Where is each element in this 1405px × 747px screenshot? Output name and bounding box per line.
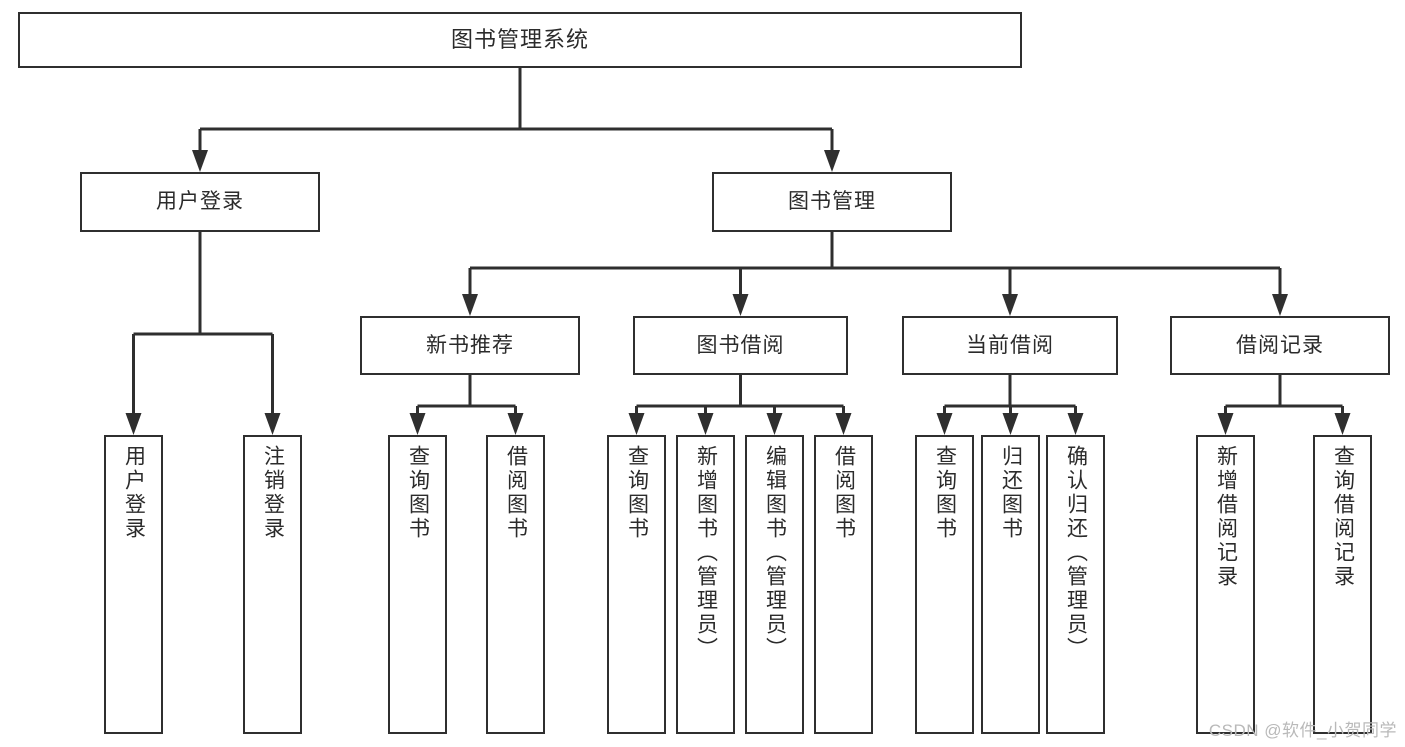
node-newbook[interactable]: 新书推荐	[360, 316, 580, 375]
arrowhead-icon	[1002, 413, 1019, 435]
arrowhead-icon	[766, 413, 783, 435]
node-label: 归还图书	[999, 445, 1023, 541]
node-leaf-13[interactable]: 查询借阅记录	[1313, 435, 1372, 734]
node-label: 图书管理	[788, 190, 876, 213]
arrowhead-icon	[1272, 294, 1288, 316]
node-bookmgmt[interactable]: 图书管理	[712, 172, 952, 232]
arrowhead-icon	[824, 150, 840, 172]
node-label: 确认归还（管理员）	[1064, 445, 1088, 661]
node-login[interactable]: 用户登录	[80, 172, 320, 232]
node-label: 借阅记录	[1236, 333, 1324, 357]
node-label: 查询借阅记录	[1331, 445, 1355, 589]
node-leaf-2[interactable]: 注销登录	[243, 435, 302, 734]
arrowhead-icon	[835, 413, 852, 435]
node-label: 用户登录	[122, 445, 146, 541]
arrowhead-icon	[1217, 413, 1234, 435]
node-label: 新书推荐	[426, 333, 514, 357]
node-leaf-10[interactable]: 归还图书	[981, 435, 1040, 734]
watermark: CSDN @软件_小贺同学	[1208, 721, 1397, 740]
node-leaf-9[interactable]: 查询图书	[915, 435, 974, 734]
node-label: 查询图书	[933, 445, 957, 541]
node-label: 借阅图书	[832, 445, 856, 541]
node-label: 图书借阅	[696, 333, 785, 357]
node-leaf-4[interactable]: 借阅图书	[486, 435, 545, 734]
arrowhead-icon	[192, 150, 208, 172]
arrowhead-icon	[1067, 413, 1084, 435]
node-label: 编辑图书（管理员）	[763, 445, 787, 661]
node-label: 当前借阅	[966, 333, 1054, 357]
node-label: 查询图书	[406, 445, 430, 541]
node-label: 查询图书	[625, 445, 649, 541]
node-borrow[interactable]: 图书借阅	[633, 316, 848, 375]
node-leaf-11[interactable]: 确认归还（管理员）	[1046, 435, 1105, 734]
node-current[interactable]: 当前借阅	[902, 316, 1118, 375]
node-label: 借阅图书	[504, 445, 528, 541]
arrowhead-icon	[1334, 413, 1351, 435]
node-label: 图书管理系统	[450, 27, 589, 52]
node-leaf-6[interactable]: 新增图书（管理员）	[676, 435, 735, 734]
node-leaf-12[interactable]: 新增借阅记录	[1196, 435, 1255, 734]
arrowhead-icon	[936, 413, 953, 435]
arrowhead-icon	[507, 413, 524, 435]
node-root[interactable]: 图书管理系统	[18, 12, 1022, 68]
arrowhead-icon	[628, 413, 645, 435]
node-leaf-5[interactable]: 查询图书	[607, 435, 666, 734]
node-label: 注销登录	[261, 445, 285, 541]
node-leaf-3[interactable]: 查询图书	[388, 435, 447, 734]
node-leaf-7[interactable]: 编辑图书（管理员）	[745, 435, 804, 734]
node-leaf-1[interactable]: 用户登录	[104, 435, 163, 734]
arrowhead-icon	[264, 413, 281, 435]
node-records[interactable]: 借阅记录	[1170, 316, 1390, 375]
arrowhead-icon	[1002, 294, 1018, 316]
arrowhead-icon	[409, 413, 426, 435]
node-label: 用户登录	[156, 190, 244, 213]
node-leaf-8[interactable]: 借阅图书	[814, 435, 873, 734]
arrowhead-icon	[462, 294, 478, 316]
node-label: 新增借阅记录	[1214, 445, 1238, 589]
arrowhead-icon	[125, 413, 142, 435]
node-label: 新增图书（管理员）	[694, 445, 718, 661]
arrowhead-icon	[697, 413, 714, 435]
arrowhead-icon	[732, 294, 749, 316]
